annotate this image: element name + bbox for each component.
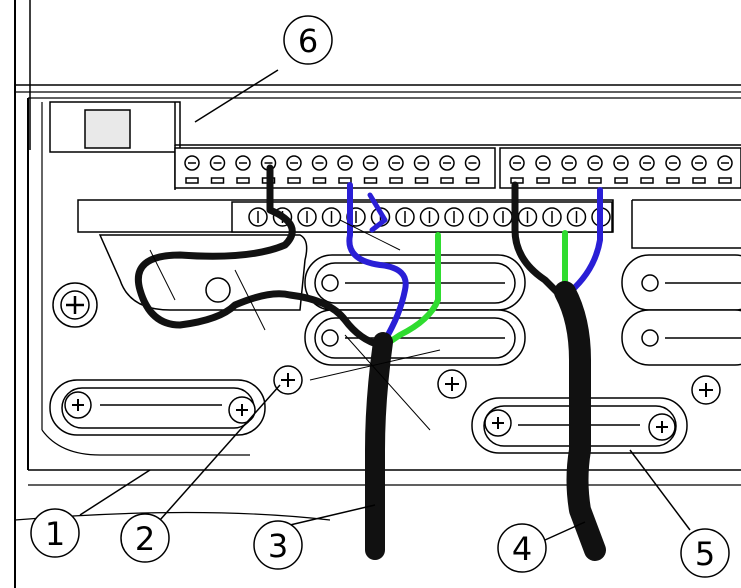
terminal-marker [210,177,225,184]
mounting-screw-left [52,282,98,328]
callout-2: 2 [120,513,170,563]
svg-text:1: 1 [45,515,65,553]
leader-lines [79,69,691,541]
svg-text:6: 6 [298,22,318,60]
terminal-marker [440,177,454,184]
black-cable-left [365,332,393,560]
terminal-marker [588,177,602,184]
callout-3: 3 [253,520,303,570]
terminal-marker [718,177,732,184]
black-wire-right [511,181,564,299]
terminal-marker [692,177,706,184]
cable-glands [304,254,741,366]
black-wire-loop [135,164,384,349]
callout-1: 1 [30,508,80,558]
svg-text:2: 2 [135,520,155,558]
green-wire-left [382,232,441,348]
svg-text:3: 3 [268,527,288,565]
wires-left-cable [135,164,441,560]
terminal-cover [49,101,741,190]
terminal-marker [666,177,680,184]
terminal-marker [312,177,327,184]
terminal-marker [536,177,550,184]
callout-5: 5 [680,528,730,578]
terminal-block-upper [174,147,741,189]
terminal-marker [236,177,250,184]
wires-right-cable [511,181,606,561]
terminal-marker [414,177,429,184]
blue-wire-1 [346,182,409,343]
terminal-marker [287,177,301,184]
terminal-marker [389,177,403,184]
blue-wire-2 [367,192,388,233]
terminal-marker [338,177,352,184]
svg-text:5: 5 [695,535,715,573]
mounting-panel [98,234,308,311]
terminal-marker [363,177,378,184]
cable-clamp-left [49,379,266,436]
callout-4: 4 [497,523,547,573]
terminal-screws-lower [248,207,611,227]
cable-clamp-screw [273,365,721,405]
terminal-marker [640,177,654,184]
terminal-marker [465,177,480,184]
black-cable-right [554,281,606,561]
terminal-marker [562,177,576,184]
callout-6: 6 [283,15,333,65]
terminal-marker [185,177,199,184]
terminal-marker [614,177,628,184]
svg-text:4: 4 [512,530,532,568]
